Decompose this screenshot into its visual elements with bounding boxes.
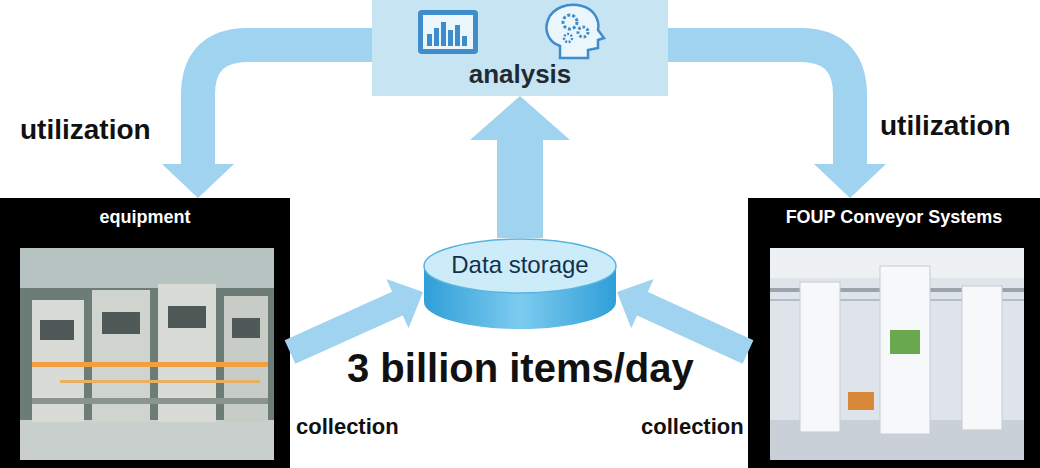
edge-label: utilization (20, 114, 151, 146)
chart-bar (448, 30, 453, 46)
arrow-head (470, 96, 570, 140)
arrow-shaft (290, 303, 398, 352)
arrow-head (814, 164, 886, 198)
gear (578, 27, 588, 37)
flow-arrow (617, 279, 748, 352)
analysis-panel (372, 0, 668, 96)
pillar (800, 282, 840, 432)
pillar (880, 266, 930, 434)
photo-floor (20, 420, 274, 460)
foup (848, 392, 874, 410)
node-label: Data storage (451, 251, 588, 279)
chart-bar (434, 28, 439, 46)
machine-detail (232, 318, 260, 338)
flow-arrow (668, 45, 886, 198)
machine-detail (40, 320, 74, 340)
arrow-head (386, 279, 423, 328)
equipment-photo (20, 248, 274, 460)
photo-ceiling (20, 248, 274, 288)
machine-detail (168, 306, 206, 328)
chart-bar (427, 34, 432, 46)
gear (564, 34, 572, 42)
machine-base (32, 398, 268, 404)
conveyor-box: FOUP Conveyor Systems (748, 198, 1040, 468)
arrow-shaft (198, 45, 372, 165)
chart-screen (423, 15, 473, 49)
figure-label: 3 billion items/day (347, 346, 694, 391)
panel-heading: FOUP Conveyor Systems (786, 207, 1003, 228)
analysis-box: analysis (372, 0, 668, 96)
edge-label: utilization (880, 110, 1011, 142)
arrow-shaft (497, 139, 543, 238)
arrow-shaft (668, 45, 850, 165)
edge-label: collection (641, 414, 744, 440)
glow (32, 362, 268, 367)
flow-arrow (162, 45, 372, 198)
node-label: analysis (469, 59, 572, 90)
flow-arrow (290, 279, 423, 352)
arrow-head (617, 279, 654, 328)
head-icon (547, 5, 605, 58)
pillar (962, 286, 1002, 430)
storage-cylinder: Data storage (423, 238, 617, 330)
chart-bar (462, 36, 467, 46)
chart-icon (418, 10, 478, 54)
arrow-head (162, 164, 234, 198)
glow (60, 380, 260, 383)
panel-light (890, 330, 920, 354)
edge-label: collection (296, 414, 399, 440)
equipment-box: equipment (0, 198, 290, 468)
panel-heading: equipment (99, 207, 190, 228)
equipment-panel (0, 198, 290, 468)
arrow-shaft (642, 303, 748, 352)
chart-bar (455, 25, 460, 46)
chart-bar (441, 22, 446, 46)
gear (563, 15, 577, 29)
machine-detail (102, 312, 140, 334)
conveyor-photo (770, 248, 1024, 460)
flow-arrow (470, 96, 570, 238)
conveyor-panel (748, 198, 1040, 468)
cylinder-top (424, 239, 616, 293)
